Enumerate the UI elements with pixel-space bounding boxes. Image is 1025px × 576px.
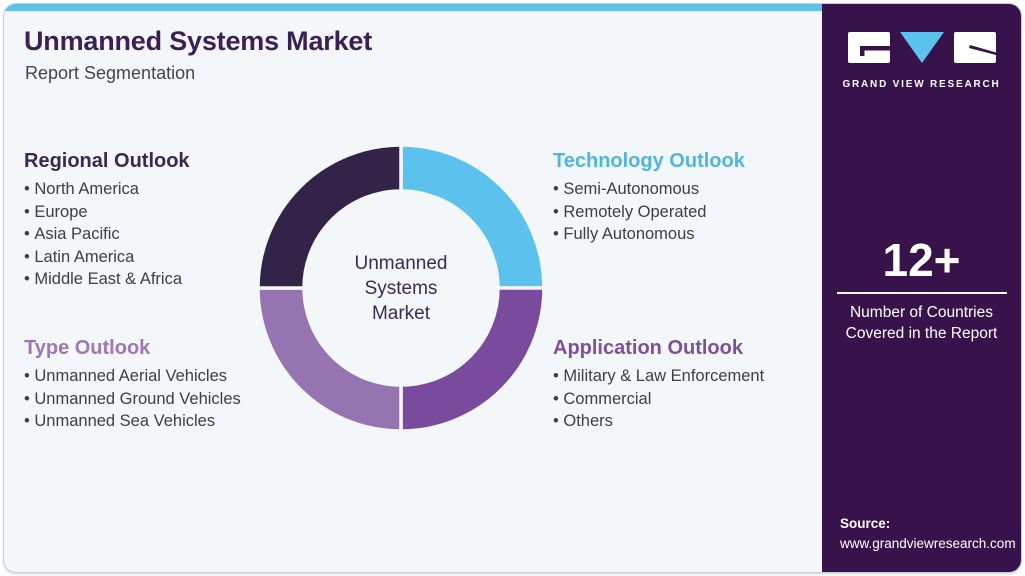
list-item: Semi-Autonomous	[553, 178, 828, 201]
list-item: Middle East & Africa	[24, 268, 299, 291]
page-subtitle: Report Segmentation	[25, 63, 196, 83]
list-item: Unmanned Aerial Vehicles	[24, 365, 299, 388]
list-item: Military & Law Enforcement	[553, 365, 828, 388]
donut-chart: Unmanned Systems Market	[251, 138, 551, 438]
list-item: Remotely Operated	[553, 201, 828, 224]
top-accent-bar	[4, 4, 822, 11]
donut-chart-svg	[256, 143, 546, 433]
application-outlook-heading: Application Outlook	[553, 337, 743, 359]
list-item: Europe	[24, 201, 299, 224]
page-title: Unmanned Systems Market	[24, 26, 373, 56]
source-url-link[interactable]: www.grandviewresearch.com	[840, 536, 1016, 551]
donut-segment-regional-outlook	[256, 143, 403, 290]
donut-center-label: Unmanned Systems Market	[251, 138, 551, 438]
list-item: Unmanned Ground Vehicles	[24, 388, 299, 411]
list-item: Latin America	[24, 246, 299, 269]
type-outlook-list: Unmanned Aerial Vehicles Unmanned Ground…	[24, 365, 299, 433]
type-outlook-heading: Type Outlook	[24, 337, 151, 359]
donut-label-line: Systems	[364, 277, 438, 299]
donut-label-line: Market	[371, 302, 431, 324]
donut-label-line: Unmanned	[354, 252, 448, 274]
gvr-logo: GRAND VIEW RESEARCH	[822, 30, 1021, 90]
list-item: Asia Pacific	[24, 223, 299, 246]
list-item: Fully Autonomous	[553, 223, 828, 246]
logo-v-triangle	[899, 32, 944, 63]
source-label: Source:	[840, 516, 891, 531]
gvr-logo-icon	[847, 32, 996, 63]
list-item: Commercial	[553, 388, 828, 411]
stat-value: 12+	[882, 234, 961, 286]
section-regional-outlook: Regional Outlook North America Europe As…	[24, 150, 299, 291]
report-card: Unmanned Systems Market Report Segmentat…	[4, 4, 1021, 572]
regional-outlook-heading: Regional Outlook	[24, 150, 190, 172]
technology-outlook-heading: Technology Outlook	[553, 150, 745, 172]
list-item: Unmanned Sea Vehicles	[24, 410, 299, 433]
stat-block: 12+ Number of Countries Covered in the R…	[822, 236, 1021, 344]
stat-divider	[836, 292, 1007, 294]
section-application-outlook: Application Outlook Military & Law Enfor…	[553, 337, 828, 433]
technology-outlook-list: Semi-Autonomous Remotely Operated Fully …	[553, 178, 828, 246]
application-outlook-list: Military & Law Enforcement Commercial Ot…	[553, 365, 828, 433]
section-technology-outlook: Technology Outlook Semi-Autonomous Remot…	[553, 150, 828, 246]
logo-name: GRAND VIEW RESEARCH	[842, 79, 1001, 90]
sidebar: GRAND VIEW RESEARCH 12+ Number of Countr…	[822, 4, 1021, 572]
source-block: Source: www.grandviewresearch.com	[840, 514, 1016, 554]
section-type-outlook: Type Outlook Unmanned Aerial Vehicles Un…	[24, 337, 299, 433]
stat-label: Number of Countries Covered in the Repor…	[845, 304, 998, 342]
list-item: North America	[24, 178, 299, 201]
list-item: Others	[553, 410, 828, 433]
regional-outlook-list: North America Europe Asia Pacific Latin …	[24, 178, 299, 291]
